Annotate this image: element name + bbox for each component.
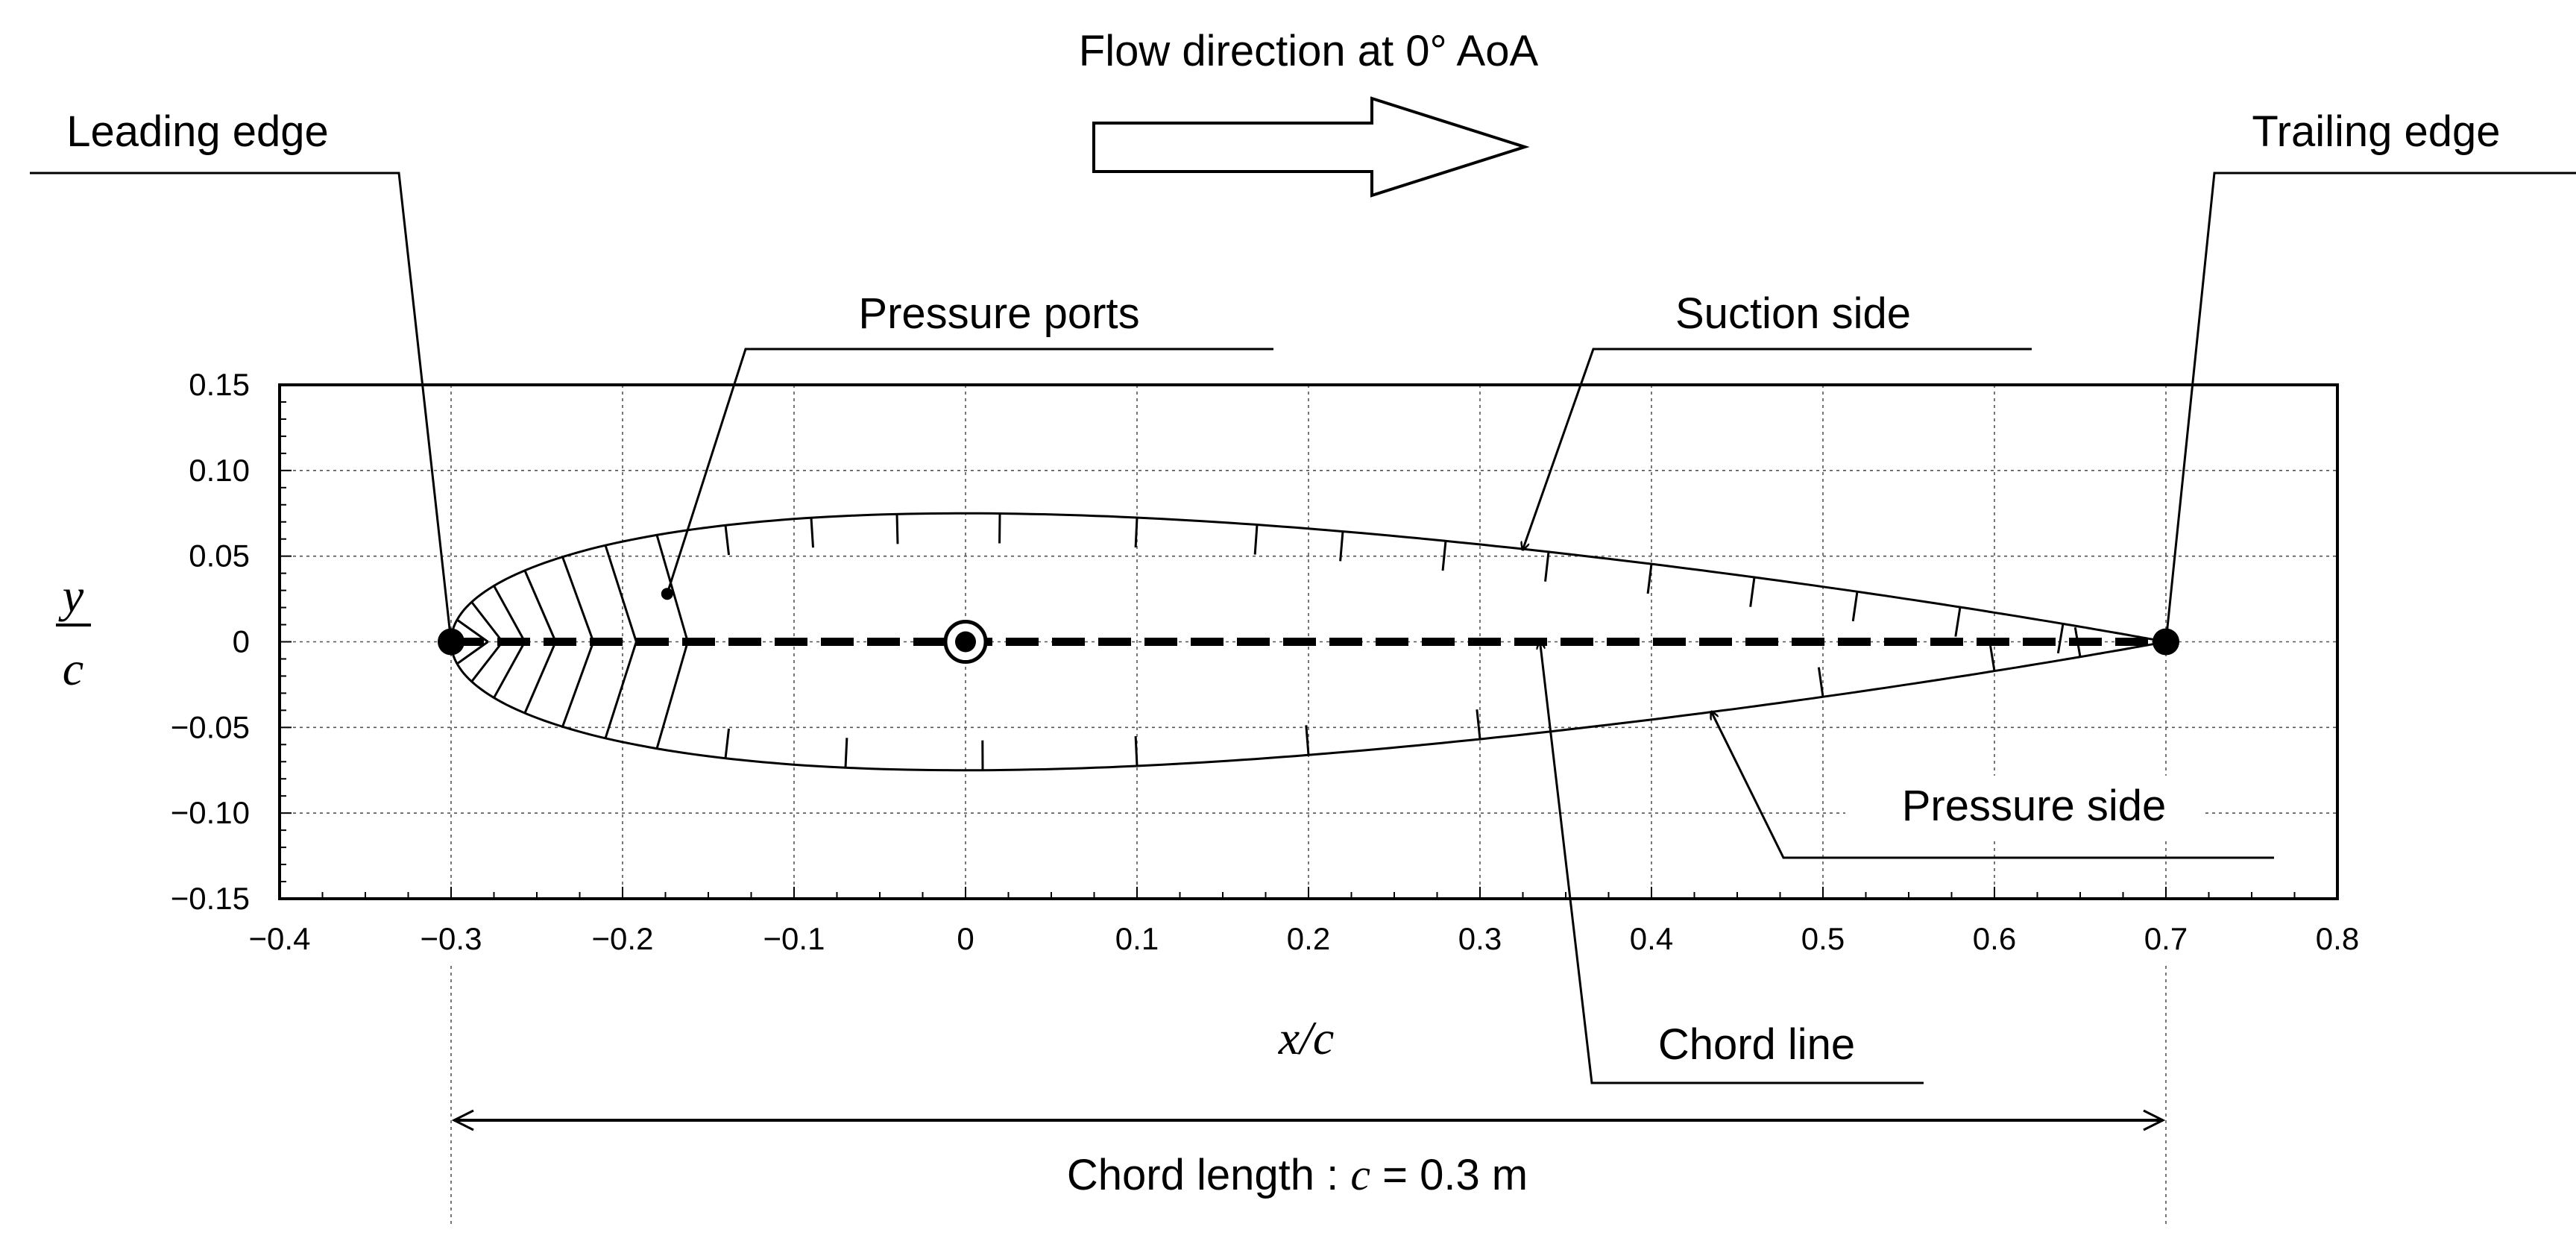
plot-minor-ticks <box>279 384 2338 899</box>
y-axis-title-denominator: c <box>63 642 84 695</box>
suction-side-label: Suction side <box>1675 289 1911 338</box>
chord-line-leader-line <box>1540 642 1924 1084</box>
pressure-port-tick <box>1441 541 1447 571</box>
pressure-port-tick <box>493 641 526 699</box>
trailing-edge-label: Trailing edge <box>2252 107 2500 156</box>
dimension-arrow-right-icon <box>2143 1109 2166 1131</box>
x-tick-label: 0.1 <box>1115 921 1159 956</box>
y-tick-label: 0.10 <box>189 453 250 488</box>
pressure-port-tick <box>1544 551 1550 582</box>
pressure-port-tick <box>561 556 595 643</box>
pressure-port-tick <box>2056 624 2065 654</box>
pressure-port-tick <box>1988 641 1996 671</box>
chord-length-label: Chord length : c = 0.3 m <box>1067 1150 1528 1199</box>
pressure-port-tick <box>1305 725 1310 756</box>
pressure-port-marks <box>456 513 2082 770</box>
pressure-ports-label: Pressure ports <box>858 289 1139 338</box>
pressure-ports-leader-line <box>666 348 1273 594</box>
pressure-port-tick <box>604 544 637 642</box>
x-tick-label: −0.4 <box>249 921 311 956</box>
x-tick-label: −0.1 <box>763 921 825 956</box>
pressure-port-tick <box>895 514 899 544</box>
pressure-port-tick <box>655 641 689 750</box>
leading-edge-label: Leading edge <box>66 107 329 156</box>
x-tick-label: 0.6 <box>1973 921 2016 956</box>
pressure-port-tick <box>470 641 504 682</box>
pressure-port-tick <box>724 525 731 556</box>
pressure-port-tick <box>1646 564 1653 594</box>
x-tick-label: 0.5 <box>1801 921 1845 956</box>
y-tick-label: 0 <box>233 624 250 659</box>
y-tick-label: 0.05 <box>189 538 250 574</box>
pressure-port-tick <box>810 518 815 548</box>
pressure-port-tick <box>1476 709 1481 740</box>
x-tick-label: −0.2 <box>592 921 654 956</box>
x-tick-label: 0.7 <box>2144 921 2188 956</box>
pressure-port-tick <box>1134 735 1139 767</box>
pivot-dot-icon <box>955 631 976 653</box>
x-tick-label: 0.3 <box>1458 921 1502 956</box>
pressure-port-tick <box>493 585 526 643</box>
y-tick-label: −0.10 <box>171 795 250 830</box>
x-tick-labels: −0.4 −0.3 −0.2 −0.1 0 0.1 0.2 0.3 0.4 0.5 0.6 0.7 0.… <box>249 921 2360 956</box>
pressure-port-tick <box>1851 591 1859 622</box>
leading-edge-leader-line <box>30 172 453 642</box>
pressure-port-tick <box>523 641 557 714</box>
trailing-edge-leader-line <box>2164 172 2576 642</box>
pressure-port-tick <box>724 728 731 759</box>
pressure-side-leader-line <box>1712 712 2274 859</box>
flow-arrow-icon <box>1092 96 1530 198</box>
pressure-port-tick <box>523 570 557 643</box>
pressure-side-label: Pressure side <box>1902 782 2167 830</box>
y-tick-labels: 0.15 0.10 0.05 0 −0.05 −0.10 −0.15 <box>171 367 250 916</box>
y-tick-label: −0.05 <box>171 709 250 744</box>
pressure-port-tick <box>561 641 595 727</box>
flow-direction-label: Flow direction at 0° AoA <box>1079 27 1539 75</box>
y-tick-label: 0.15 <box>189 367 250 402</box>
chord-line-label: Chord line <box>1658 1020 1855 1069</box>
pressure-port-tick <box>655 534 689 642</box>
pressure-port-tick <box>1749 577 1756 607</box>
pressure-port-tick <box>1253 524 1259 555</box>
x-tick-label: 0.8 <box>2316 921 2359 956</box>
pressure-port-tick <box>1817 667 1824 697</box>
x-tick-label: 0 <box>957 921 974 956</box>
dimension-arrow-left-icon <box>451 1109 474 1131</box>
pressure-port-tick <box>1134 517 1139 548</box>
y-axis-title-numerator: y <box>58 569 84 622</box>
pressure-port-tick <box>1339 531 1344 562</box>
pressure-side-label-bg <box>1845 776 2203 838</box>
pressure-port-tick <box>604 641 637 739</box>
pressure-port-tick <box>844 738 848 768</box>
x-tick-label: 0.2 <box>1287 921 1330 956</box>
x-tick-label: −0.3 <box>421 921 482 956</box>
x-axis-title: x/c <box>1278 1011 1335 1064</box>
pressure-port-tick <box>470 601 504 643</box>
suction-side-leader-line <box>1523 348 2032 549</box>
y-tick-label: −0.15 <box>171 881 250 916</box>
x-tick-label: 0.4 <box>1630 921 1673 956</box>
pressure-port-tick <box>1954 606 1962 637</box>
